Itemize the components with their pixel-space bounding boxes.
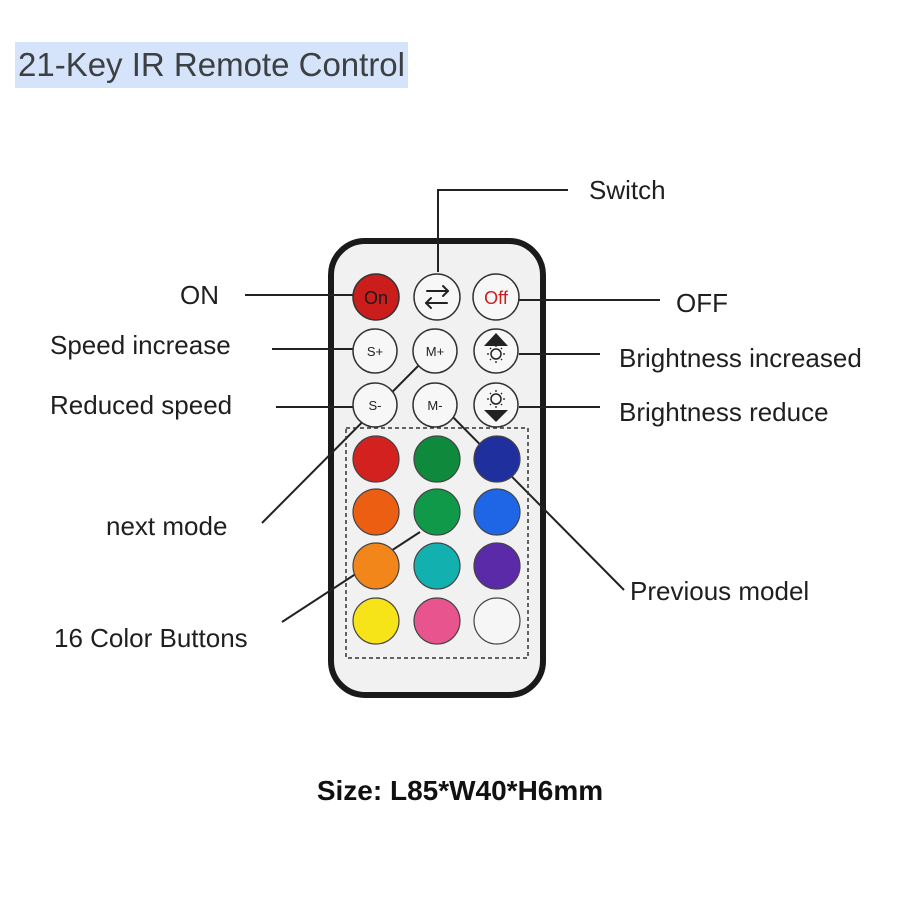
color-button-4[interactable] <box>352 488 400 536</box>
color-button-8[interactable] <box>413 542 461 590</box>
color-button-2[interactable] <box>413 435 461 483</box>
brightness-increased-label: Brightness increased <box>619 343 862 373</box>
reduced-speed-label: Reduced speed <box>50 390 233 420</box>
color-buttons-box <box>345 427 529 659</box>
off-label: OFF <box>676 288 728 318</box>
color-button-3[interactable] <box>473 435 521 483</box>
switch-button[interactable] <box>413 273 461 321</box>
next-mode-label: next mode <box>106 511 228 541</box>
brightness-down-icon <box>484 390 508 422</box>
on-label: ON <box>180 280 219 310</box>
previous-model-line <box>439 403 625 591</box>
switch-line <box>437 189 568 272</box>
switch-label: Switch <box>589 175 666 205</box>
brightness-down-button[interactable] <box>473 382 519 428</box>
color-button-grid <box>352 435 521 645</box>
color-button-6[interactable] <box>473 488 521 536</box>
swap-arrows-icon <box>425 285 449 309</box>
off-button-label: Off <box>484 288 509 308</box>
speed-increase-label: Speed increase <box>50 330 231 360</box>
next-mode-line <box>261 351 433 524</box>
color-button-9[interactable] <box>473 542 521 590</box>
mode-prev-button[interactable]: M- <box>412 382 458 428</box>
mode-next-button[interactable]: M+ <box>412 328 458 374</box>
color-button-10[interactable] <box>352 597 400 645</box>
color-buttons-line <box>281 531 421 623</box>
color-button-11[interactable] <box>413 597 461 645</box>
on-button[interactable]: On <box>352 273 400 321</box>
speed-down-button[interactable]: S- <box>352 382 398 428</box>
mode-next-label: M+ <box>426 344 444 359</box>
color-button-7[interactable] <box>352 542 400 590</box>
on-button-label: On <box>364 288 388 308</box>
color-button-12[interactable] <box>473 597 521 645</box>
speed-down-label: S- <box>369 398 382 413</box>
callout-lines <box>245 189 660 623</box>
brightness-up-icon <box>484 333 508 363</box>
speed-up-label: S+ <box>367 344 383 359</box>
color-button-5[interactable] <box>413 488 461 536</box>
speed-up-button[interactable]: S+ <box>352 328 398 374</box>
previous-model-label: Previous model <box>630 576 810 606</box>
color-buttons-label: 16 Color Buttons <box>54 623 248 653</box>
brightness-reduce-label: Brightness reduce <box>619 397 829 427</box>
mode-prev-label: M- <box>427 398 442 413</box>
brightness-up-button[interactable] <box>473 328 519 374</box>
page-title: 21-Key IR Remote Control <box>15 42 408 88</box>
size-caption: Size: L85*W40*H6mm <box>316 775 604 806</box>
off-button[interactable]: Off <box>472 273 520 321</box>
color-button-1[interactable] <box>352 435 400 483</box>
